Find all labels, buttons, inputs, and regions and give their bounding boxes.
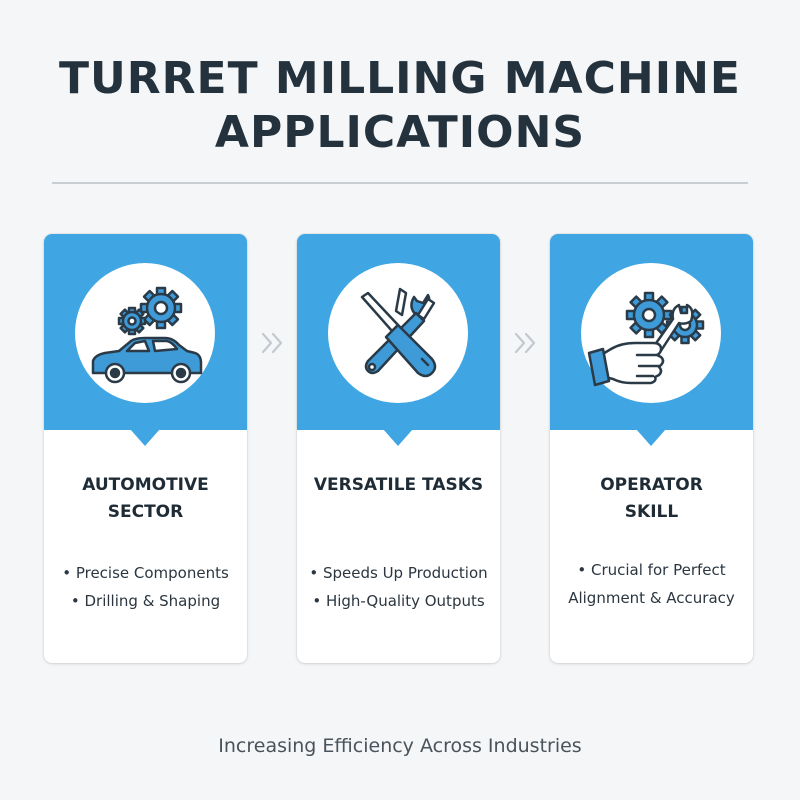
icon-badge [75,263,215,403]
card-heading: OPERATOR SKILL [550,472,753,526]
card-heading-line-2: SKILL [624,502,679,522]
card-heading-line-1: AUTOMOTIVE [82,475,209,495]
card-heading: VERSATILE TASKS [297,472,500,499]
icon-badge [328,263,468,403]
crossed-tools-icon [360,287,437,378]
card-bullet-list: • Crucial for Perfect Alignment & Accura… [550,556,753,612]
card-bullet-list: • Speeds Up Production • High-Quality Ou… [297,559,500,615]
card-heading-line-1: OPERATOR [600,475,703,495]
card-heading: AUTOMOTIVE SECTOR [44,472,247,526]
hand-wrench-gears-icon [587,291,705,387]
card-pointer [130,429,160,446]
card-pointer [636,429,666,446]
title-divider [52,182,748,184]
card-automotive-sector: AUTOMOTIVE SECTOR • Precise Components •… [44,234,247,663]
bullet-item: • Precise Components [62,564,229,582]
gears-and-car-icon [91,286,203,384]
card-bullet-list: • Precise Components • Drilling & Shapin… [44,559,247,615]
bullet-item: • High-Quality Outputs [312,592,485,610]
card-pointer [383,429,413,446]
double-chevron-right-icon [261,332,283,354]
bullet-item: • Speeds Up Production [309,564,488,582]
page-title: TURRET MILLING MACHINE APPLICATIONS [0,52,800,160]
card-operator-skill: OPERATOR SKILL • Crucial for Perfect Ali… [550,234,753,663]
title-line-1: TURRET MILLING MACHINE [59,53,741,104]
card-heading-line-2: SECTOR [107,502,184,522]
bullet-item: • Crucial for Perfect [577,561,726,579]
double-chevron-right-icon [514,332,536,354]
footer-tagline: Increasing Efficiency Across Industries [218,735,582,757]
card-versatile-tasks: VERSATILE TASKS • Speeds Up Production •… [297,234,500,663]
bullet-item: Alignment & Accuracy [568,589,735,607]
bullet-item: • Drilling & Shaping [70,592,221,610]
card-heading-line-1: VERSATILE TASKS [313,475,484,495]
icon-badge [581,263,721,403]
title-line-2: APPLICATIONS [214,107,586,158]
